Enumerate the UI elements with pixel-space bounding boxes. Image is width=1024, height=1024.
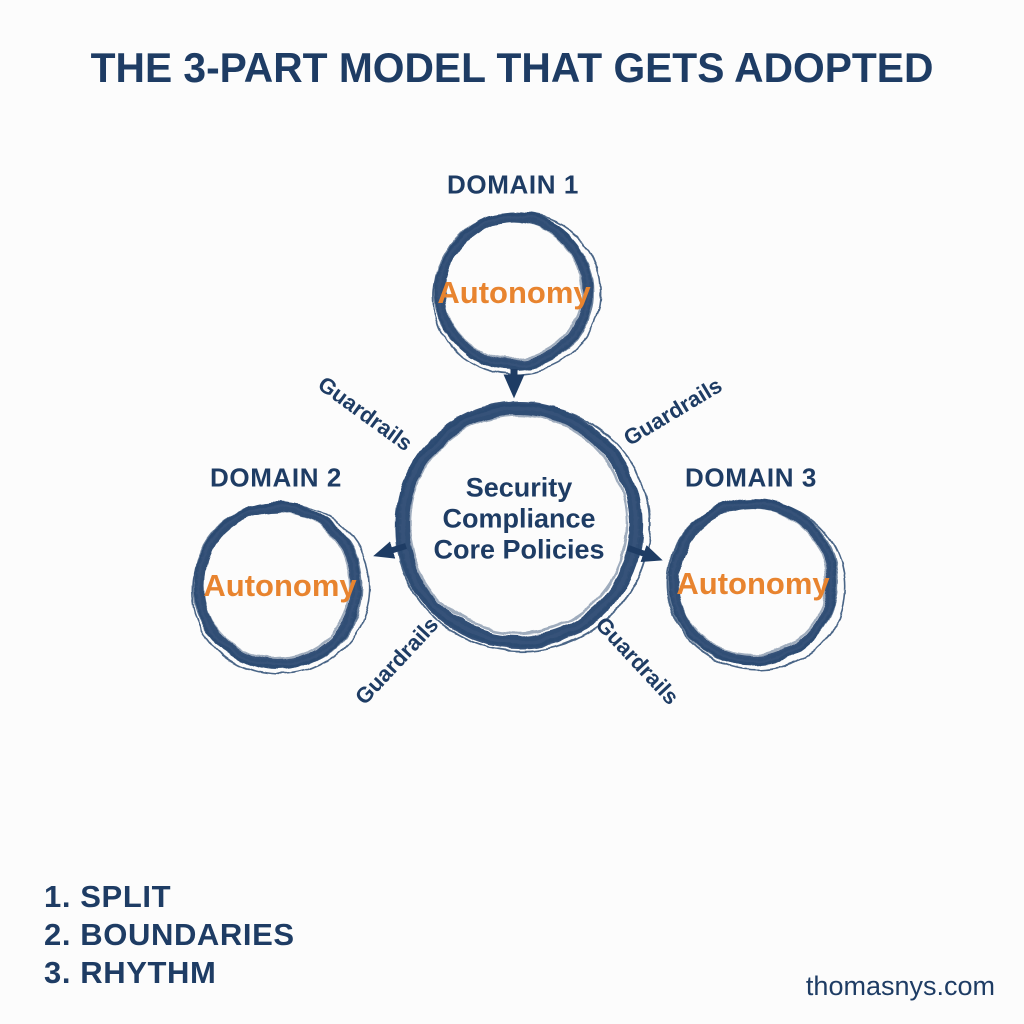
domain3-value: Autonomy [676, 566, 830, 601]
list-item: 1. SPLIT [44, 879, 172, 914]
center-line-1: Security [465, 472, 573, 503]
center-line-2: Compliance [442, 503, 596, 534]
domain2-label: DOMAIN 2 [210, 462, 342, 493]
arrow-right-icon [626, 545, 663, 562]
domain3-label: DOMAIN 3 [685, 462, 817, 493]
steps-list: 1. SPLIT 2. BOUNDARIES 3. RHYTHM [44, 878, 295, 992]
domain2-circle [191, 502, 371, 676]
watermark: thomasnys.com [805, 971, 995, 1001]
list-item: 2. BOUNDARIES [44, 917, 295, 952]
list-item: 3. RHYTHM [44, 955, 217, 990]
page-title: THE 3-PART MODEL THAT GETS ADOPTED [90, 44, 934, 91]
domain1-circle [432, 212, 602, 376]
center-circle [395, 401, 651, 653]
center-line-3: Core Policies [433, 534, 605, 565]
domain2-value: Autonomy [203, 568, 357, 603]
arrow-left-icon [373, 541, 407, 559]
domain1-value: Autonomy [437, 275, 591, 310]
domain3-circle [666, 498, 846, 672]
domain1-label: DOMAIN 1 [447, 169, 579, 200]
center-circle-text: Security Compliance Core Policies [433, 473, 604, 566]
